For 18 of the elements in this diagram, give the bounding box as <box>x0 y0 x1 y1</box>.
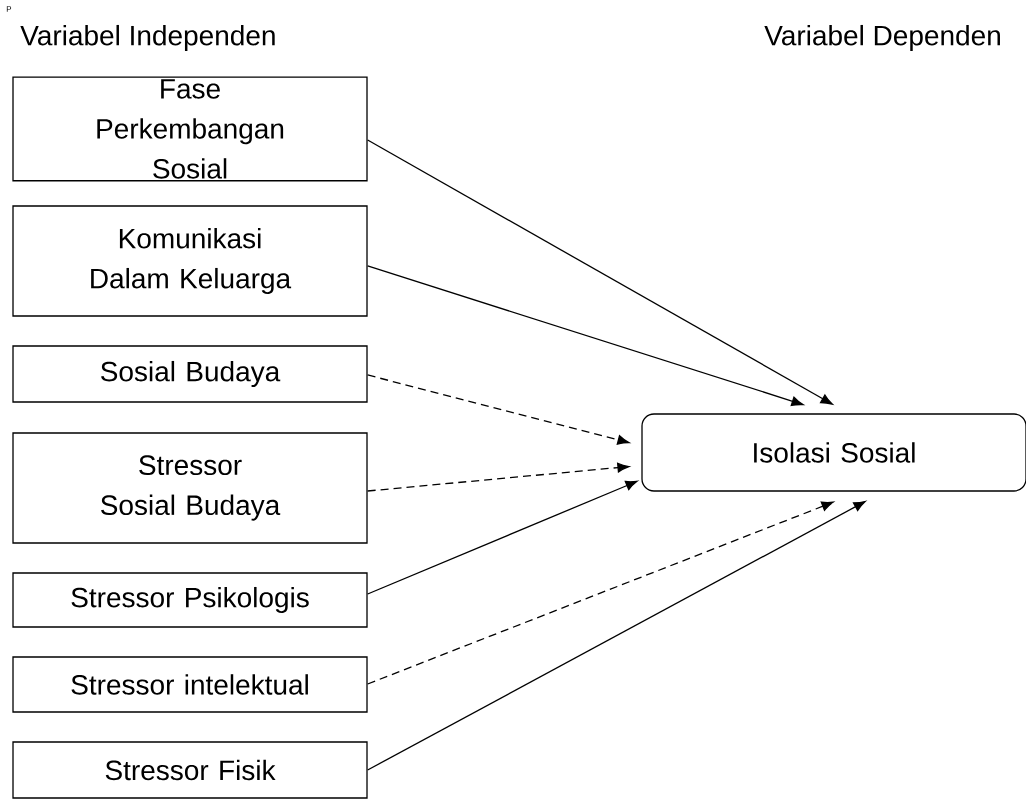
process-box: Fase Perkembangan Sosial <box>12 76 368 182</box>
outcome-box: Isolasi Sosial <box>641 413 1026 492</box>
process-box: Komunikasi Dalam Keluarga <box>12 205 368 317</box>
arrow <box>367 265 804 407</box>
page-mark: P <box>6 6 12 12</box>
arrow <box>367 462 630 492</box>
column-heading: Variabel Independen <box>20 24 275 52</box>
process-box: Sosial Budaya <box>12 345 368 403</box>
arrow <box>367 500 866 771</box>
process-box: Stressor Sosial Budaya <box>12 432 368 544</box>
process-box: Stressor intelektual <box>12 656 368 713</box>
process-box: Stressor Psikologis <box>12 572 368 628</box>
arrow <box>367 501 834 685</box>
arrow <box>367 374 630 445</box>
arrow <box>367 480 638 595</box>
arrow <box>367 139 833 405</box>
process-box: Stressor Fisik <box>12 741 368 799</box>
column-heading: Variabel Dependen <box>764 24 1000 52</box>
